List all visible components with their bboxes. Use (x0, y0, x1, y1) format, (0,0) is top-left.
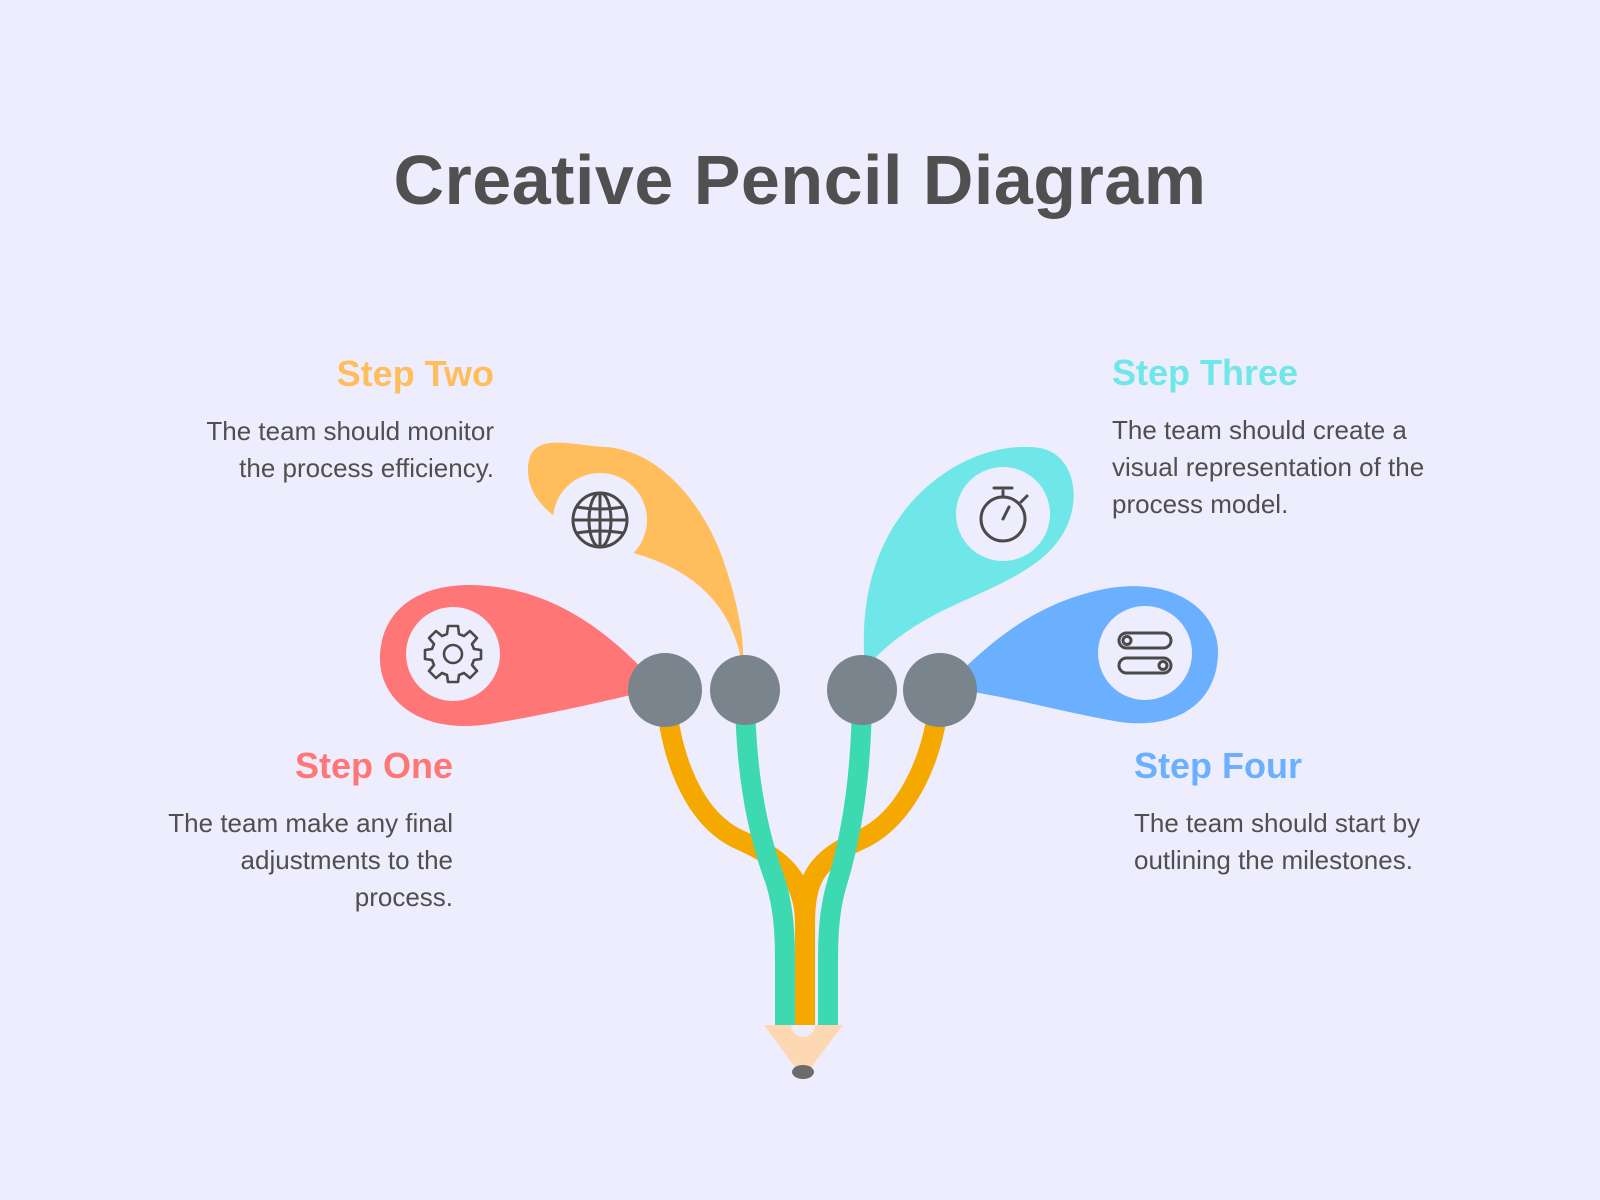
step-one-description: The team make any final adjustments to t… (168, 808, 453, 912)
pencil-stems (655, 680, 950, 1035)
step-one-petal (379, 585, 660, 727)
step-one-icon-circle (406, 607, 500, 701)
stem-green-right (818, 680, 872, 1035)
step-four-petal (945, 586, 1218, 724)
step-one-block: Step One The team make any final adjustm… (153, 745, 453, 916)
page-title: Creative Pencil Diagram (393, 141, 1207, 219)
pencil-nodes (628, 653, 977, 727)
step-two-heading: Step Two (336, 353, 494, 394)
pencil-wood (764, 1025, 843, 1078)
toggle-icon (1117, 631, 1173, 675)
step-two-block: Step Two The team should monitor the pro… (194, 353, 494, 487)
step-four-heading: Step Four (1134, 745, 1302, 786)
step-three-heading: Step Three (1112, 352, 1299, 393)
stopwatch-icon (979, 486, 1029, 543)
node-step-four (903, 653, 977, 727)
step-four-block: Step Four The team should start by outli… (1134, 745, 1434, 879)
step-four-icon-circle (1098, 606, 1192, 700)
pencil-wood-notch (791, 1025, 815, 1037)
stem-green-left (735, 680, 795, 1035)
step-two-description: The team should monitor the process effi… (206, 416, 494, 483)
pencil-lead (792, 1065, 814, 1079)
globe-icon (571, 491, 629, 549)
step-four-description: The team should start by outlining the m… (1134, 808, 1421, 875)
step-one-heading: Step One (294, 745, 453, 786)
node-step-three (827, 655, 897, 725)
step-three-block: Step Three The team should create a visu… (1112, 352, 1432, 523)
stem-orange-right (795, 680, 950, 1035)
step-three-petal (863, 446, 1074, 670)
step-three-description: The team should create a visual represen… (1112, 415, 1425, 519)
step-two-petal (528, 442, 744, 670)
gear-icon (423, 624, 483, 684)
node-step-two (710, 655, 780, 725)
pencil-tip (764, 1025, 843, 1079)
step-three-icon-circle (956, 467, 1050, 561)
node-step-one (628, 653, 702, 727)
